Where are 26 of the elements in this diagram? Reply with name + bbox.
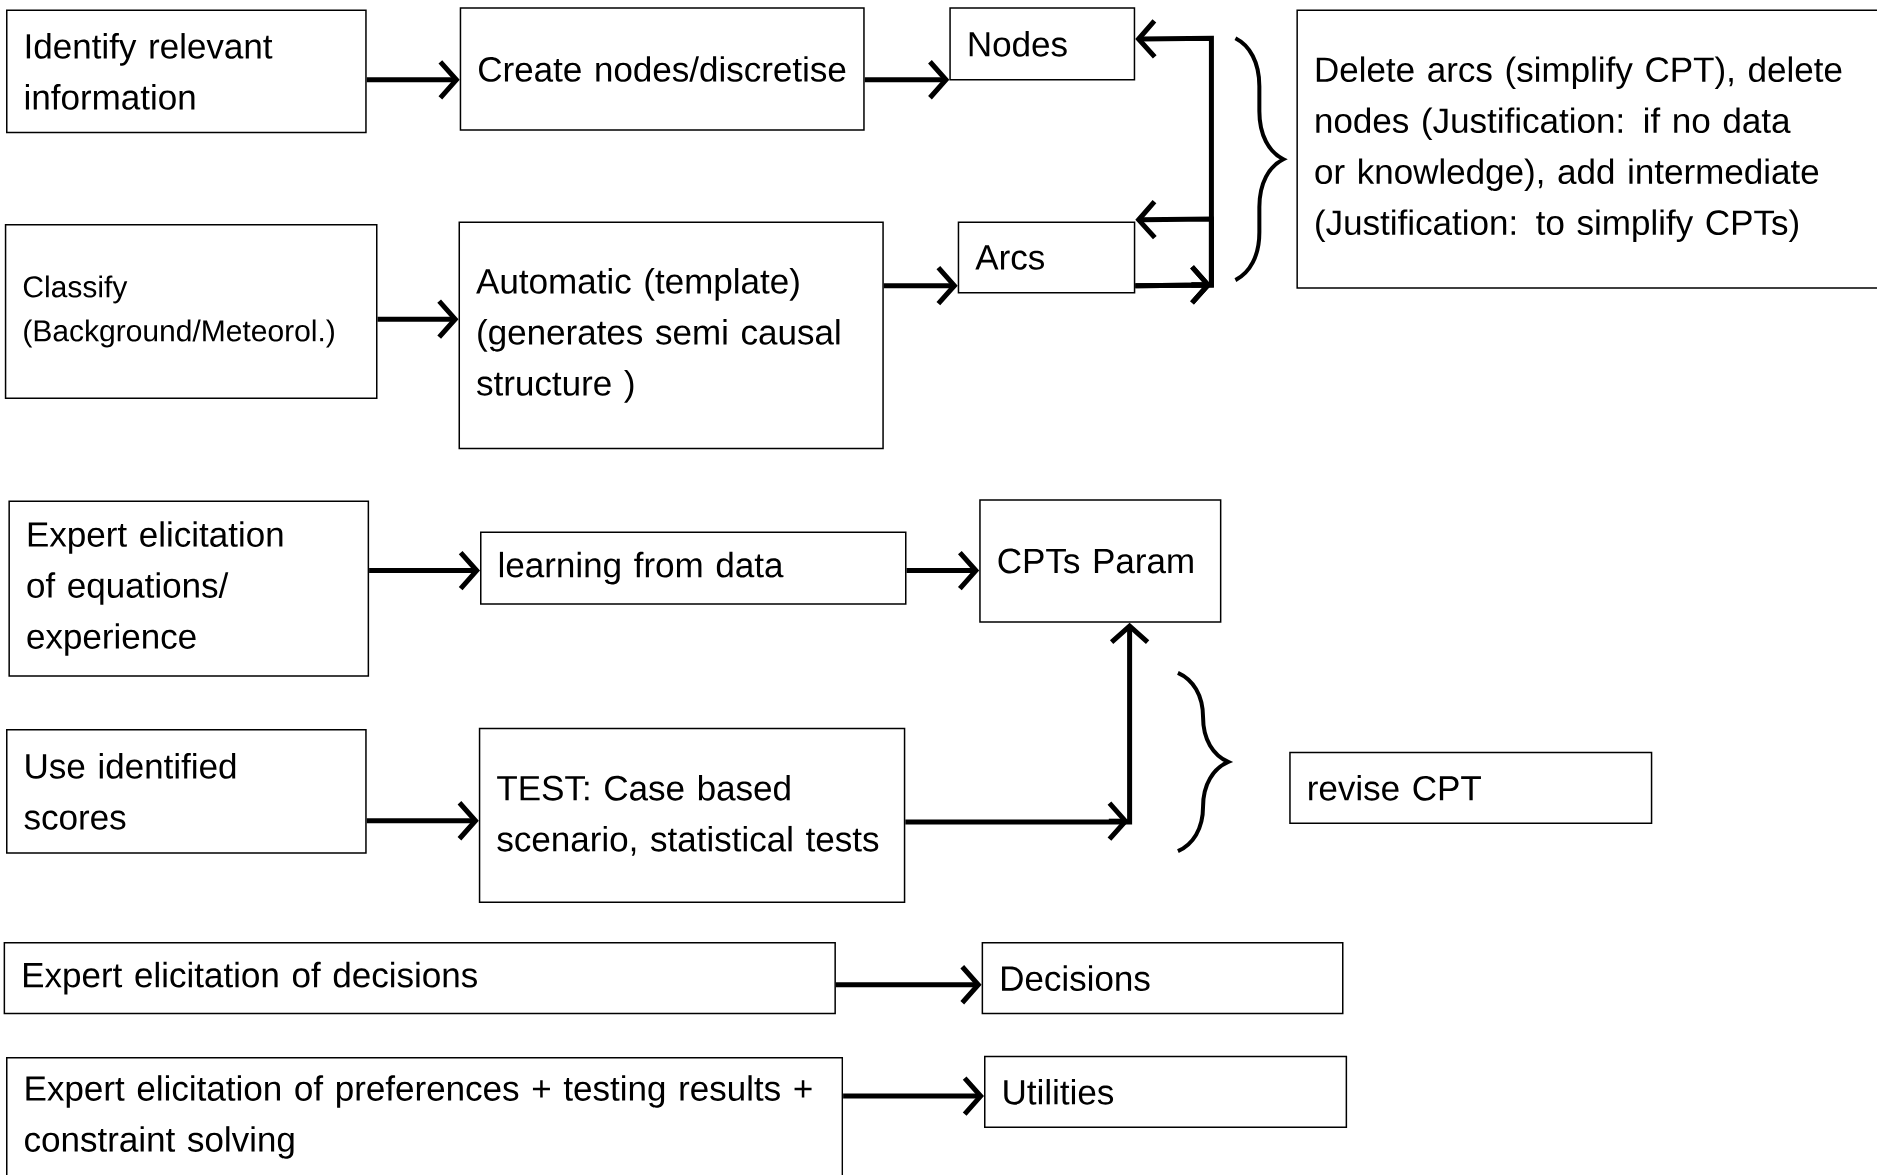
process-box: CPTs Param [979,499,1222,623]
process-box: Use identified scores [6,729,367,854]
process-box: Expert elicitation of preferences + testing results + constraint solving [6,1057,844,1175]
process-box: Classify (Background/Meteorol.) [4,223,378,399]
process-box: Expert elicitation of decisions [3,942,836,1015]
arrow [377,299,459,339]
process-box: Expert elicitation of equations/ experience [8,500,370,677]
arrow [905,622,1150,841]
arrow [843,1076,984,1116]
arrow [1135,200,1214,305]
arrow [366,60,460,100]
process-box: Create nodes/discretise [459,7,865,131]
process-box: Decisions [981,942,1344,1015]
process-box: revise CPT [1289,751,1653,824]
process-box: TEST: Case based scenario, statistical tests [478,727,906,903]
process-box: Utilities [984,1055,1348,1128]
arrow [369,550,480,591]
process-box: Delete arcs (simplify CPT), delete nodes (Justification: if no data or knowledge), add intermediate (Justification: to simplify CPTs) [1296,9,1877,289]
arrow [864,60,950,100]
process-box: Arcs [957,221,1136,294]
arrow [366,801,479,841]
process-box: Nodes [949,7,1136,81]
process-box: learning from data [480,531,907,605]
process-box: Automatic (template) (generates semi causal structure ) [458,221,884,450]
process-box: Identify relevant information [6,9,367,134]
arrow [835,965,982,1005]
